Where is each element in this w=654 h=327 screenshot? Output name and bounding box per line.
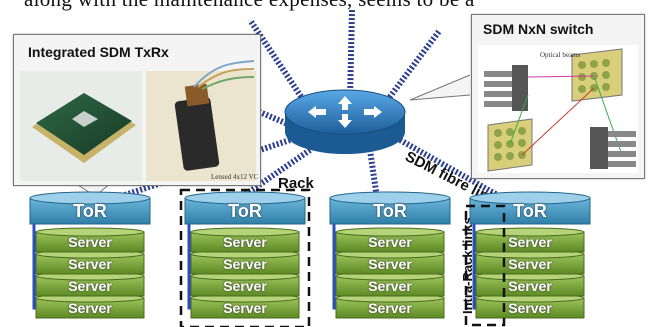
rack-label: Rack bbox=[278, 175, 314, 192]
radial-link-top-right bbox=[377, 28, 443, 112]
tor-label: ToR bbox=[228, 201, 262, 221]
server-label: Server bbox=[368, 300, 412, 316]
tor-top bbox=[329, 191, 451, 205]
intra-rack-outline bbox=[464, 204, 506, 327]
server-label: Server bbox=[68, 278, 112, 294]
radial-link-top bbox=[347, 9, 355, 101]
switch-title: SDM NxN switch bbox=[483, 21, 594, 37]
tor-label: ToR bbox=[373, 201, 407, 221]
server-label: Server bbox=[508, 278, 552, 294]
txrx-title: Integrated SDM TxRx bbox=[28, 44, 169, 60]
mirror-array-bottom bbox=[487, 118, 533, 172]
server-label: Server bbox=[368, 278, 412, 294]
server-label: Server bbox=[68, 234, 112, 250]
lens-caption: Lensed 4x12 VC bbox=[211, 173, 259, 181]
optical-switch-image bbox=[478, 45, 638, 173]
server-label: Server bbox=[223, 300, 267, 316]
tor-label: ToR bbox=[73, 201, 107, 221]
server-label: Server bbox=[508, 234, 552, 250]
server-label: Server bbox=[223, 234, 267, 250]
sdm-chip-image bbox=[20, 71, 142, 181]
switch-callout: SDM NxN switch bbox=[471, 14, 645, 179]
server-label: Server bbox=[68, 300, 112, 316]
server-label: Server bbox=[68, 256, 112, 272]
switch-callout-pointer bbox=[409, 74, 471, 101]
server-label: Server bbox=[508, 256, 552, 272]
tor-top bbox=[29, 191, 151, 205]
mirror-array-top bbox=[571, 48, 623, 102]
sdm-router-icon bbox=[284, 89, 406, 154]
server-top bbox=[335, 227, 445, 237]
server-label: Server bbox=[368, 234, 412, 250]
server-top bbox=[190, 227, 300, 237]
optical-beams-label: Optical beams bbox=[540, 51, 581, 59]
txrx-photos bbox=[20, 60, 256, 181]
server-label: Server bbox=[223, 256, 267, 272]
tor-top bbox=[469, 191, 591, 205]
server-label: Server bbox=[368, 256, 412, 272]
server-top bbox=[35, 227, 145, 237]
tor-label: ToR bbox=[513, 201, 547, 221]
server-label: Server bbox=[508, 300, 552, 316]
txrx-callout: Integrated SDM TxRx Lensed 4x12 VC bbox=[13, 34, 261, 186]
rack-outline bbox=[179, 188, 311, 327]
fibre-link-3 bbox=[367, 149, 381, 206]
lensed-connector-image bbox=[146, 60, 256, 181]
intro-text-fragment: along with the maintenance expenses, see… bbox=[0, 0, 654, 11]
server-label: Server bbox=[223, 278, 267, 294]
tor-top bbox=[184, 191, 306, 205]
